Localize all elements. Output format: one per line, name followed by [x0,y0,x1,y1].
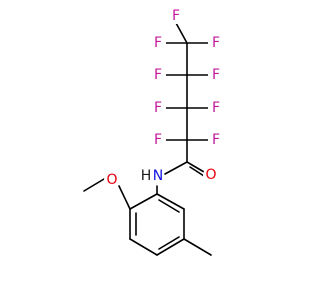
atom-f6: F [154,100,162,116]
bond-omethoxy-ch3 [83,178,105,192]
atom-amide-n: N [153,168,163,184]
bond-ring-methyl [183,238,212,256]
bond-c5-n [164,161,188,175]
bond-c5-o-2 [189,166,205,177]
bond-ring-omethoxy [118,185,131,210]
atom-carbonyl-o: O [205,167,216,183]
ring-double-2 [158,236,180,250]
bond-c1-f1 [175,22,188,44]
ring-bond-6-1 [156,193,185,210]
ring-bond-4-5 [156,238,185,256]
bond-c5-o-1 [186,161,205,173]
ring-bond-1-2 [129,193,158,210]
atom-f9: F [212,132,220,148]
atom-f7: F [212,100,220,116]
atom-f4: F [154,67,162,83]
atom-f1: F [172,8,180,24]
structure-canvas: F F F F F F F F F O H N O [83,8,224,256]
atom-f5: F [212,67,220,83]
atom-amide-h: H [141,168,152,184]
molecule-drawing: F F F F F F F F F O H N O [83,8,224,256]
bonds [83,22,212,256]
atom-f3: F [212,35,220,51]
atom-methoxy-o: O [106,172,117,188]
ring-double-3 [158,199,180,213]
atom-f2: F [154,35,162,51]
ring-bond-3-4 [129,238,158,256]
atom-f8: F [154,132,162,148]
atom-labels: F F F F F F F F F O H N O [104,8,224,188]
